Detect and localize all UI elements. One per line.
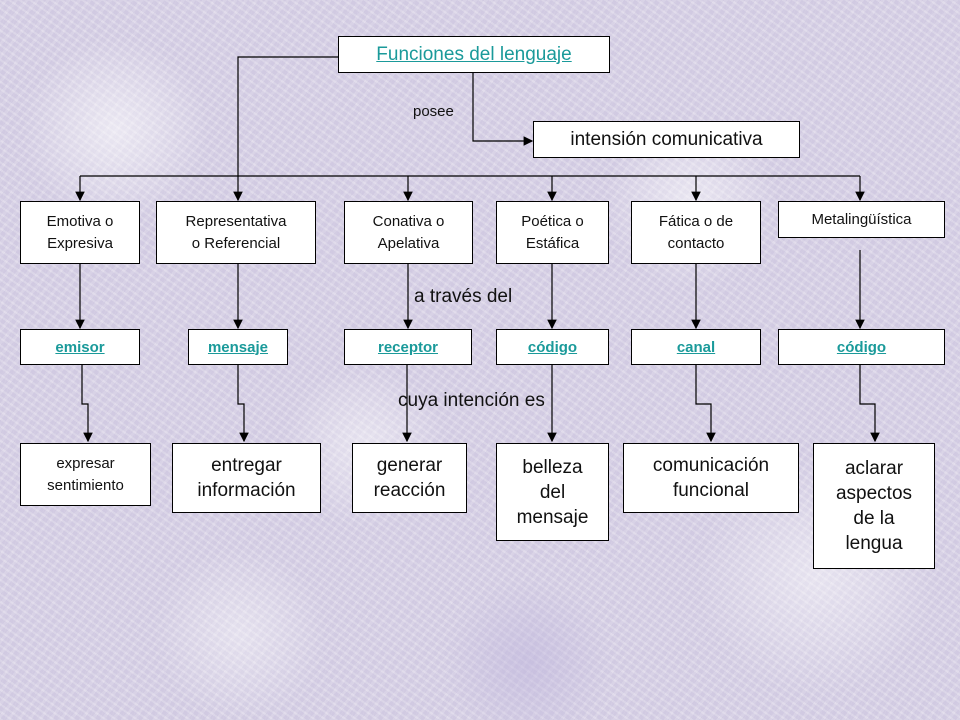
el-pur-1 (81, 365, 93, 443)
category-label: Metalingüística (811, 210, 912, 228)
category-label: Emotiva o Expresiva (46, 212, 114, 252)
category-metalinguistica: Metalingüística (778, 201, 945, 238)
purpose-expresar: expresar sentimiento (20, 443, 151, 506)
purpose-label: entregar información (197, 455, 296, 501)
purpose-aclarar: aclarar aspectos de la lengua (813, 443, 935, 569)
purpose-comunicacion: comunicación funcional (623, 443, 799, 513)
category-representativa: Representativa o Referencial (156, 201, 316, 264)
el-pur-2 (237, 365, 249, 443)
category-label: Poética o Estáfica (521, 212, 584, 252)
category-label: Fática o de contacto (658, 212, 734, 252)
purpose-label: comunicación funcional (652, 455, 770, 501)
a-traves-label: a través del (414, 286, 513, 307)
element-receptor-link[interactable]: receptor (344, 329, 472, 365)
cuya-intencion-label: cuya intención es (398, 390, 545, 411)
el-pur-6 (859, 365, 880, 443)
category-label: Representativa o Referencial (185, 212, 287, 252)
element-canal-link[interactable]: canal (631, 329, 761, 365)
purpose-label: aclarar aspectos de la lengua (835, 458, 913, 554)
purpose-label: expresar sentimiento (47, 454, 124, 494)
title-left-connector (237, 56, 338, 176)
category-conativa: Conativa o Apelativa (344, 201, 473, 264)
element-mensaje-link[interactable]: mensaje (188, 329, 288, 365)
purpose-entregar: entregar información (172, 443, 321, 513)
category-poetica: Poética o Estáfica (496, 201, 609, 264)
category-label: Conativa o Apelativa (372, 212, 445, 252)
posee-connector (472, 73, 534, 146)
purpose-generar: generar reacción (352, 443, 467, 513)
purpose-belleza: belleza del mensaje (496, 443, 609, 541)
el-pur-5 (695, 365, 716, 443)
intension-box: intensión comunicativa (533, 121, 800, 158)
element-codigo-meta-link[interactable]: código (778, 329, 945, 365)
purpose-label: generar reacción (373, 455, 446, 501)
title-box[interactable]: Funciones del lenguaje (338, 36, 610, 73)
category-fatica: Fática o de contacto (631, 201, 761, 264)
element-codigo-link[interactable]: código (496, 329, 609, 365)
purpose-label: belleza del mensaje (516, 456, 589, 528)
posee-label: posee (413, 103, 454, 120)
category-emotiva: Emotiva o Expresiva (20, 201, 140, 264)
element-emisor-link[interactable]: emisor (20, 329, 140, 365)
